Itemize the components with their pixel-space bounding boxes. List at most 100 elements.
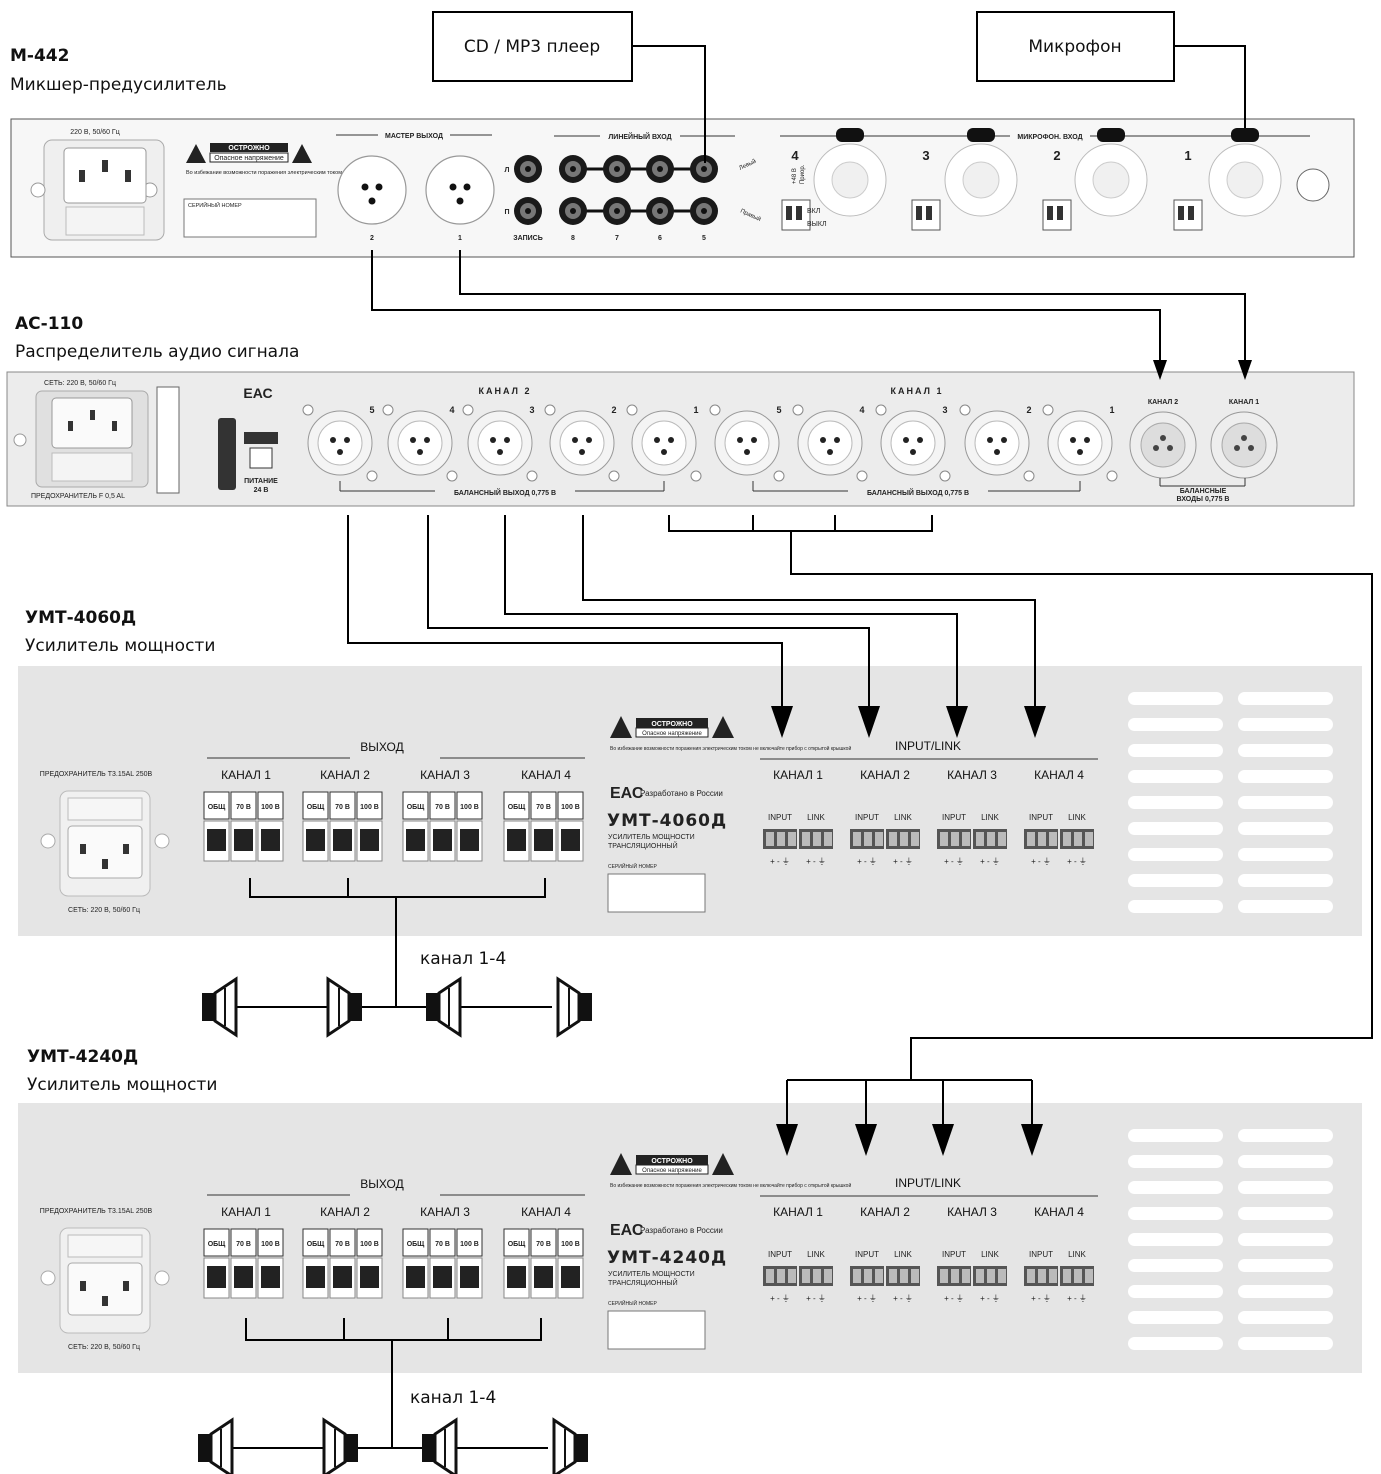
amp-serial: СЕРИЙНЫЙ НОМЕР <box>608 1299 657 1307</box>
amp-input-channel: КАНАЛ 4 <box>1034 768 1084 782</box>
cd-player-label: CD / MP3 плеер <box>464 37 600 57</box>
amp-link: LINK <box>894 813 912 822</box>
amp-output-channel: КАНАЛ 2 <box>320 768 370 782</box>
amp-terminal-label: 70 В <box>536 1241 551 1248</box>
amp-output-channel: КАНАЛ 2 <box>320 1205 370 1219</box>
speaker-terminal <box>507 1266 526 1288</box>
speaker-terminal <box>534 1266 553 1288</box>
amp1-description: Усилитель мощности <box>25 636 215 656</box>
amp-input-link: INPUT/LINK <box>895 1176 961 1190</box>
ac110-panel: СЕТЬ: 220 В, 50/60 Гц ПРЕДОХРАНИТЕЛЬ F 0… <box>6 371 1355 507</box>
arrow-amp2-ch3 <box>932 1124 954 1156</box>
ac110-channel2: КАНАЛ 2 <box>479 386 532 396</box>
speaker-icon <box>422 1417 458 1474</box>
ac110-balanced-out-1: БАЛАНСНЫЙ ВЫХОД 0,775 В <box>867 488 969 497</box>
amp-caution: ОСТРОЖНО <box>651 721 693 728</box>
amp-terminal-label: 70 В <box>236 804 251 811</box>
amp-polarity: + - ⏚ <box>944 857 964 866</box>
wire-ac110-to-amp1-ch1 <box>347 515 783 708</box>
amp-output-label: ВЫХОД <box>360 740 403 754</box>
speaker-terminal <box>261 1266 280 1288</box>
amp-polarity: + - ⏚ <box>893 857 913 866</box>
arrow-amp2-ch1 <box>776 1124 798 1156</box>
amp2-speaker-label: канал 1-4 <box>410 1388 496 1408</box>
ac110-in-ch1: КАНАЛ 1 <box>1229 399 1259 406</box>
m442-danger: Опасное напряжение <box>214 155 284 162</box>
amp-terminal-label: ОБЩ <box>508 1241 526 1248</box>
ac110-in-ch2: КАНАЛ 2 <box>1148 399 1178 406</box>
amp-polarity: + - ⏚ <box>944 1294 964 1303</box>
amp-terminal-label: 100 В <box>261 1241 280 1248</box>
amp-input: INPUT <box>1029 813 1053 822</box>
amp-input: INPUT <box>942 1250 966 1259</box>
speaker-icon <box>426 976 462 1038</box>
amp-polarity: + - ⏚ <box>857 857 877 866</box>
amp-terminal-label: 100 В <box>360 804 379 811</box>
amp-input: INPUT <box>768 813 792 822</box>
amp-link: LINK <box>981 1250 999 1259</box>
ac110-model: АС-110 <box>15 314 83 334</box>
amp-terminal-label: 70 В <box>335 804 350 811</box>
amp-badge: УМТ-4060Д <box>607 811 727 831</box>
speaker-icon <box>322 1417 358 1474</box>
amp1-speaker-wiring: канал 1-4 <box>202 878 592 1038</box>
amp2-speaker-wiring: канал 1-4 <box>198 1318 588 1474</box>
amp-link: LINK <box>807 813 825 822</box>
speaker-terminal <box>433 1266 452 1288</box>
speaker-terminal <box>306 829 325 851</box>
amp-terminal-label: ОБЩ <box>508 804 526 811</box>
wire-ac110-to-amp1-ch3 <box>504 515 958 708</box>
amp-terminal-label: ОБЩ <box>407 1241 425 1248</box>
ac110-eac: ЕАС <box>243 385 272 401</box>
speaker-icon <box>556 976 592 1038</box>
amp-input: INPUT <box>942 813 966 822</box>
speaker-terminal <box>534 829 553 851</box>
amp-terminal-label: 100 В <box>261 804 280 811</box>
amp-polarity: + - ⏚ <box>980 857 1000 866</box>
amp-badge: УМТ-4240Д <box>607 1248 727 1268</box>
amp-serial: СЕРИЙНЫЙ НОМЕР <box>608 862 657 870</box>
amp-power: СЕТЬ: 220 В, 50/60 Гц <box>68 907 140 914</box>
ac110-description: Распределитель аудио сигнала <box>15 342 299 362</box>
wire-ac110-ch1-bus <box>668 515 933 532</box>
amp-input-channel: КАНАЛ 2 <box>860 1205 910 1219</box>
amp-warning: Во избежание возможности поражения элект… <box>610 745 851 752</box>
speaker-terminal <box>360 1266 379 1288</box>
amp-input: INPUT <box>768 1250 792 1259</box>
speaker-terminal <box>234 829 253 851</box>
amp-terminal-label: 70 В <box>236 1241 251 1248</box>
speaker-terminal <box>360 829 379 851</box>
amp-output-channel: КАНАЛ 3 <box>420 768 470 782</box>
m442-panel: 220 В, 50/60 Гц ОСТРОЖНО Опасное напряже… <box>10 118 1355 258</box>
amp-input: INPUT <box>855 1250 879 1259</box>
amp-type-2: ТРАНСЛЯЦИОННЫЙ <box>608 841 678 850</box>
amp-polarity: + - ⏚ <box>1031 857 1051 866</box>
amp-output-channel: КАНАЛ 1 <box>221 768 271 782</box>
amp-polarity: + - ⏚ <box>1067 1294 1087 1303</box>
rca-jacks <box>514 155 718 225</box>
amp-terminal-label: ОБЩ <box>407 804 425 811</box>
xlr-output-number: 2 <box>611 405 616 415</box>
amp-terminal-label: 100 В <box>561 1241 580 1248</box>
m442-line-6: 6 <box>658 235 662 242</box>
arrow-amp1-ch1 <box>771 706 793 738</box>
amp-input-channel: КАНАЛ 4 <box>1034 1205 1084 1219</box>
amp-terminal-label: 100 В <box>460 1241 479 1248</box>
amp-made-in: Разработано в России <box>640 1226 723 1235</box>
wire-cd-to-line-in <box>632 45 706 163</box>
amp1-speaker-label: канал 1-4 <box>420 949 506 969</box>
amp-terminal-label: 70 В <box>536 804 551 811</box>
speaker-icon <box>198 1417 234 1474</box>
amp-type-2: ТРАНСЛЯЦИОННЫЙ <box>608 1278 678 1287</box>
m442-on: ВКЛ <box>807 208 821 215</box>
amp-input-channel: КАНАЛ 1 <box>773 1205 823 1219</box>
m442-rec: ЗАПИСЬ <box>513 235 543 242</box>
m442-warning: Во избежание возможности поражения элект… <box>186 169 400 176</box>
amp-terminal-label: ОБЩ <box>307 1241 325 1248</box>
microphone-box <box>976 11 1175 82</box>
xlr-output-number: 4 <box>859 405 864 415</box>
amp-terminal-label: 70 В <box>335 1241 350 1248</box>
arrow-ac110-ch2 <box>1153 360 1167 380</box>
amp-link: LINK <box>1068 1250 1086 1259</box>
